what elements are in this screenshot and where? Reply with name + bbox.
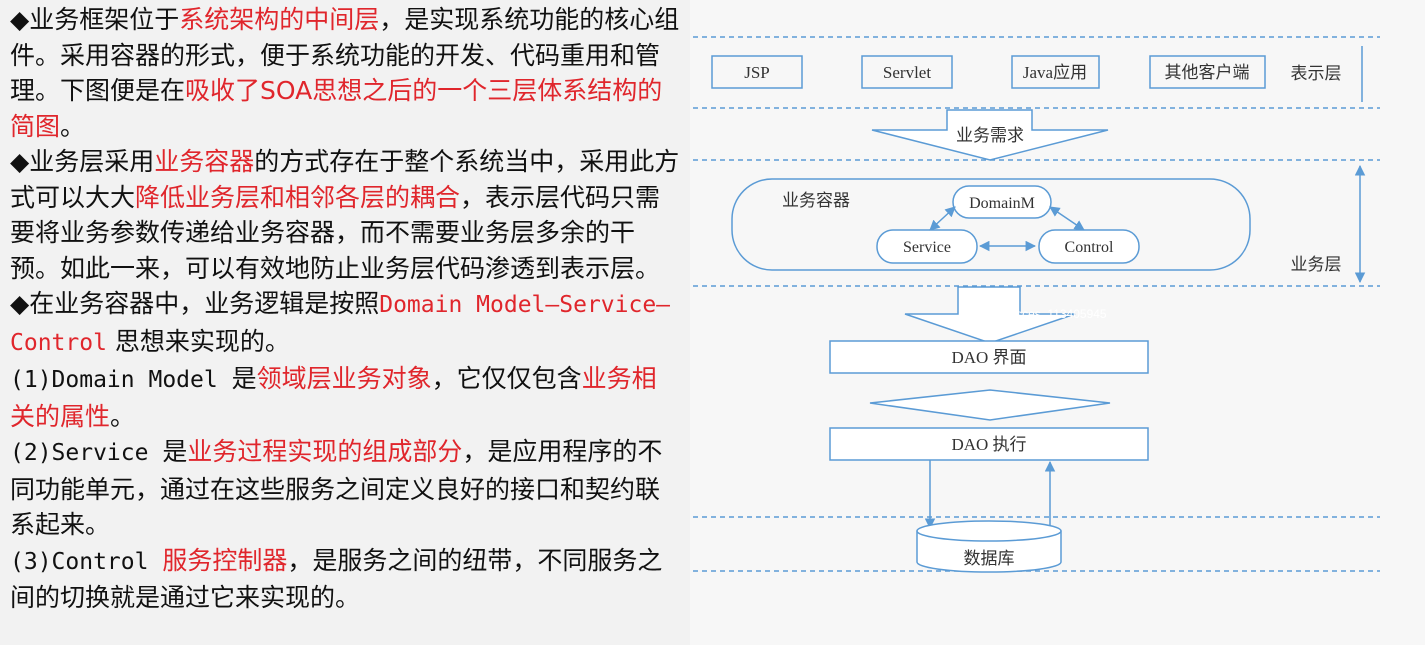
paragraph-domain-model: (1)Domain Model 是领域层业务对象，它仅仅包含业务相关的属性。 [10, 364, 657, 431]
request-label: 业务需求 [956, 126, 1024, 145]
dao-arrow [904, 286, 1076, 344]
paragraph-container: ◆在业务容器中，业务逻辑是按照Domain Model—Service—Cont… [10, 289, 671, 356]
client-label-java: Java应用 [1023, 63, 1087, 82]
database-top [916, 520, 1062, 542]
paragraph-control: (3)Control 服务控制器，是服务之间的纽带，不同服务之间的切换就是通过它… [10, 545, 663, 613]
client-label-servlet: Servlet [883, 63, 931, 82]
text-panel: ◆业务框架位于系统架构的中间层，是实现系统功能的核心组件。采用容器的形式，便于系… [10, 2, 680, 616]
domain-model-label: DomainM [969, 195, 1035, 212]
paragraph-framework: ◆业务框架位于系统架构的中间层，是实现系统功能的核心组件。采用容器的形式，便于系… [10, 5, 680, 141]
database-icon [916, 520, 1062, 573]
domain-service-link [929, 206, 956, 231]
presentation-layer-label: 表示层 [1291, 64, 1342, 83]
dao-interface-label: DAO 界面 [951, 348, 1026, 367]
service-node [876, 229, 978, 264]
database-label: 数据库 [964, 549, 1015, 568]
client-label-jsp: JSP [744, 63, 770, 82]
dao-exec-label: DAO 执行 [951, 435, 1026, 454]
business-container-box [731, 178, 1251, 271]
paragraph-business-layer: ◆业务层采用业务容器的方式存在于整个系统当中，采用此方式可以大大降低业务层和相邻… [10, 147, 680, 283]
control-label: Control [1065, 239, 1114, 256]
business-layer-label: 业务层 [1291, 255, 1342, 274]
request-arrow [871, 109, 1109, 161]
paragraph-service: (2)Service 是业务过程实现的组成部分，是应用程序的不同功能单元，通过在… [10, 437, 663, 539]
watermark: dcces_113405945 [1009, 307, 1107, 321]
service-label: Service [903, 239, 951, 256]
dao-interface-box [829, 340, 1149, 374]
client-label-other: 其他客户端 [1165, 63, 1250, 82]
dao-wedge [869, 389, 1111, 421]
database-body [916, 531, 1062, 573]
client-box-servlet [861, 55, 953, 89]
client-box-other [1149, 55, 1266, 89]
domain-control-link [1049, 206, 1085, 231]
business-container-label: 业务容器 [782, 191, 850, 210]
client-box-java [1011, 55, 1100, 89]
client-box-jsp [711, 55, 803, 89]
layer-separators [693, 36, 1380, 572]
domain-model-node [952, 185, 1052, 219]
control-node [1038, 229, 1140, 264]
dao-exec-box [829, 427, 1149, 461]
